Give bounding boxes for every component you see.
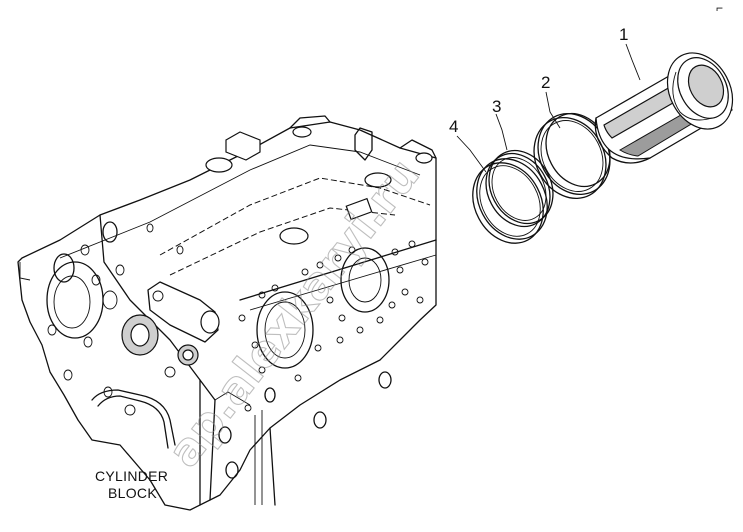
cylinder-block <box>17 115 437 511</box>
corner-mark: ⌐ <box>716 1 723 15</box>
caption-line-2: BLOCK <box>108 485 157 501</box>
callout-3-label: 3 <box>492 97 501 116</box>
caption-line-1: CYLINDER <box>95 468 168 484</box>
part-3-ring <box>485 149 554 228</box>
callout-leaders <box>456 43 641 173</box>
callout-2-label: 2 <box>541 73 550 92</box>
watermark-text: ap.alexkaryi.ru <box>158 150 429 477</box>
part-1-cylinder-liner <box>594 52 734 164</box>
callout-4-label: 4 <box>449 117 458 136</box>
callout-1-label: 1 <box>619 25 628 44</box>
part-4-ring <box>472 158 548 244</box>
